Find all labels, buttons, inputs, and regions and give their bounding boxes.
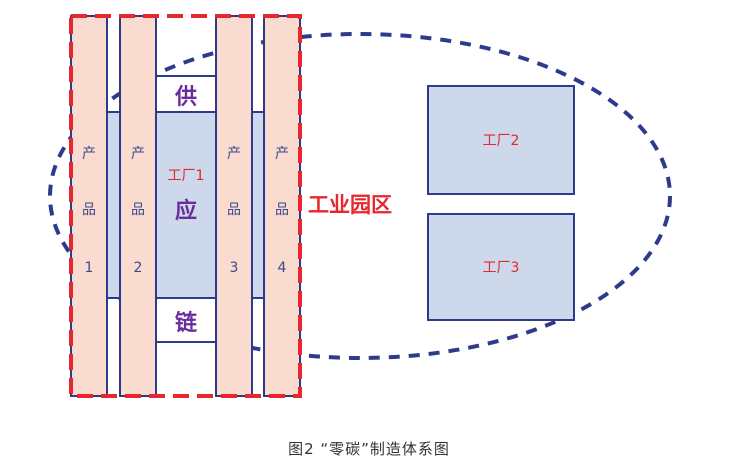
product-4-number: 4: [278, 260, 287, 276]
product-4-char-top: 产: [275, 146, 289, 162]
product-3-number: 3: [230, 260, 239, 276]
product-3-char-top: 产: [227, 146, 241, 162]
industrial-park-label: 工业园区: [308, 193, 392, 217]
factory2-label: 工厂2: [483, 133, 520, 149]
factory2-box: [427, 85, 575, 195]
supply-chain-char-bottom: 链: [175, 310, 197, 336]
product-1-char-top: 产: [82, 146, 96, 162]
supply-chain-char-top: 供: [174, 84, 197, 110]
factory3-box: [427, 213, 575, 321]
product-4-char-mid: 品: [275, 202, 289, 218]
industrial-park-boundary: [48, 32, 672, 360]
product-group-boundary: [69, 14, 302, 398]
supply-chain-char-mid: 应: [175, 198, 197, 224]
product-1-char-mid: 品: [82, 202, 96, 218]
factory1-label: 工厂1: [168, 168, 205, 184]
product-2-number: 2: [134, 260, 143, 276]
factory1-box: [155, 111, 217, 299]
factory3-label: 工厂3: [483, 260, 520, 276]
product-3-char-mid: 品: [227, 202, 241, 218]
product-2-char-top: 产: [131, 146, 145, 162]
product-2-char-mid: 品: [131, 202, 145, 218]
figure-caption: 图2 “零碳”制造体系图: [288, 440, 450, 458]
product-1-number: 1: [85, 260, 94, 276]
